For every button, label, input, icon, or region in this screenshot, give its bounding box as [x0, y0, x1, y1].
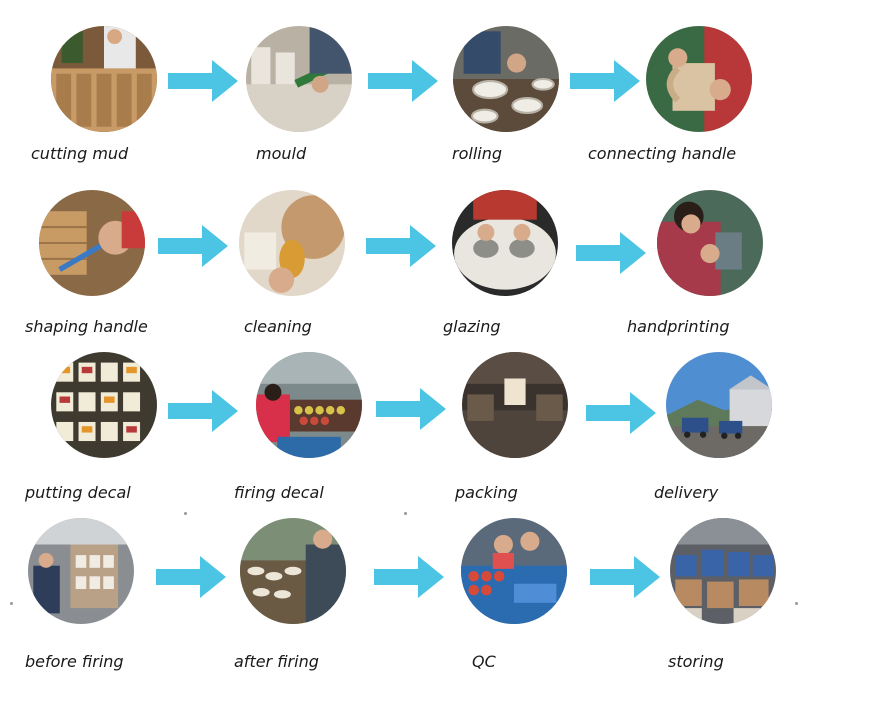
step-label: connecting handle: [588, 144, 736, 163]
arrow-icon: [158, 225, 228, 267]
photo-qc: [461, 518, 567, 624]
step-label: before firing: [25, 652, 124, 671]
photo-handprinting: [657, 190, 763, 296]
photo-cleaning: [239, 190, 345, 296]
arrow-icon: [156, 556, 226, 598]
photo-cutting-mud: [51, 26, 157, 132]
photo-after-firing: [240, 518, 346, 624]
photo-mould: [246, 26, 352, 132]
step-label: firing decal: [234, 483, 324, 502]
photo-before-firing: [28, 518, 134, 624]
photo-packing: [462, 352, 568, 458]
step-label: cleaning: [244, 317, 312, 336]
photo-rolling: [453, 26, 559, 132]
arrow-icon: [168, 390, 238, 432]
stray-mark: [795, 602, 798, 605]
photo-putting-decal: [51, 352, 157, 458]
photo-firing-decal: [256, 352, 362, 458]
photo-storing: [670, 518, 776, 624]
step-label: shaping handle: [25, 317, 148, 336]
arrow-icon: [576, 232, 646, 274]
arrow-icon: [590, 556, 660, 598]
photo-delivery: [666, 352, 772, 458]
photo-glazing: [452, 190, 558, 296]
arrow-icon: [366, 225, 436, 267]
step-label: packing: [455, 483, 518, 502]
arrow-icon: [570, 60, 640, 102]
stray-mark: [10, 602, 13, 605]
arrow-icon: [368, 60, 438, 102]
arrow-icon: [374, 556, 444, 598]
step-label: putting decal: [25, 483, 131, 502]
arrow-icon: [168, 60, 238, 102]
stray-mark: [184, 512, 187, 515]
step-label: rolling: [452, 144, 502, 163]
step-label: after firing: [234, 652, 319, 671]
arrow-icon: [586, 392, 656, 434]
stray-mark: [404, 512, 407, 515]
step-label: handprinting: [627, 317, 730, 336]
step-label: delivery: [654, 483, 718, 502]
step-label: storing: [668, 652, 724, 671]
photo-shaping-handle: [39, 190, 145, 296]
step-label: glazing: [443, 317, 501, 336]
photo-connecting-handle: [646, 26, 752, 132]
arrow-icon: [376, 388, 446, 430]
step-label: cutting mud: [31, 144, 128, 163]
step-label: QC: [472, 652, 496, 671]
step-label: mould: [256, 144, 306, 163]
